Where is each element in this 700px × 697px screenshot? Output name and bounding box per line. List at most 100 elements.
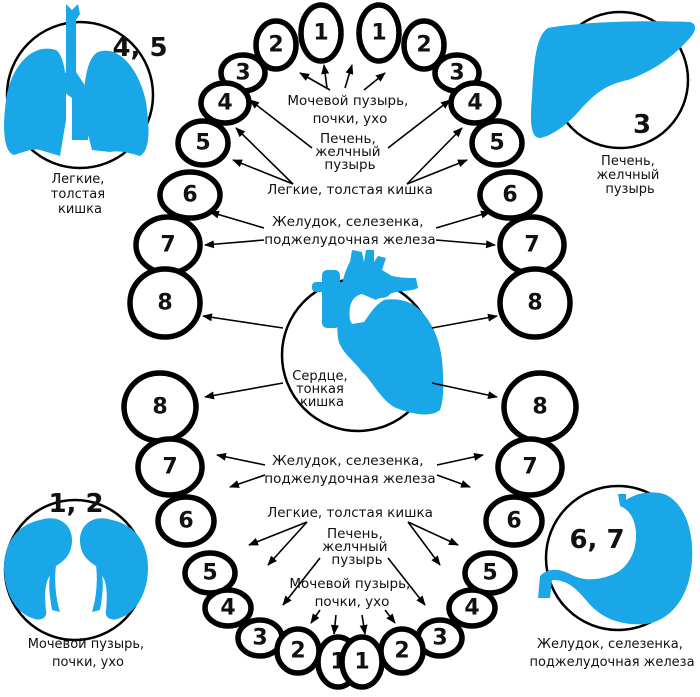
kidneys-icon	[4, 518, 148, 620]
arrows	[202, 64, 498, 635]
tooth-number: 4	[217, 91, 232, 116]
tooth-number: 6	[502, 183, 517, 208]
organ-liver: 3 Печень, желчный пузырь	[530, 10, 696, 197]
arrow	[229, 474, 266, 488]
tooth-outline	[462, 550, 518, 596]
lower-tooth-right-4: 4	[446, 587, 498, 629]
arrow	[431, 382, 498, 400]
tooth-outline	[157, 169, 223, 221]
heart-icon	[312, 250, 444, 415]
lower-tooth-right-1: 1	[339, 634, 385, 690]
kidneys-caption: Мочевой пузырь, почки, ухо	[28, 637, 149, 670]
tooth-outline	[401, 18, 447, 72]
upper-tooth-right-2: 2	[401, 18, 447, 72]
arrow	[387, 99, 451, 149]
tooth-number: 4	[467, 91, 482, 116]
lower-label-liver: Печень, желчный пузырь	[322, 526, 392, 568]
arrow	[202, 313, 284, 329]
arrow	[204, 382, 284, 400]
arrow	[310, 609, 321, 624]
tooth-number: 2	[416, 33, 431, 58]
tooth-number: 1	[371, 21, 386, 46]
upper-label-bladder: Мочевой пузырь, почки, ухо	[287, 93, 412, 127]
tooth-number: 5	[195, 131, 210, 156]
tooth-outline	[298, 2, 344, 64]
tooth-outline	[448, 80, 502, 126]
tooth-outline	[135, 436, 205, 498]
kidneys-teeth-numbers: 1, 2	[48, 489, 103, 519]
arrow	[282, 557, 321, 606]
tooth-outline	[339, 634, 385, 690]
tooth-number: 8	[152, 395, 167, 420]
tooth-outline	[477, 169, 543, 221]
lungs-caption: Легкие, толстая кишка	[51, 172, 109, 217]
organ-lungs: 4, 5 Легкие, толстая кишка	[4, 4, 168, 217]
upper-tooth-right-6: 6	[477, 169, 543, 221]
tooth-number: 6	[178, 509, 193, 534]
arrow	[406, 159, 468, 185]
arrow	[435, 239, 496, 249]
lower-tooth-left-6: 6	[155, 494, 217, 548]
arrow	[436, 474, 471, 488]
tooth-number: 2	[290, 639, 305, 664]
tooth-number: 2	[268, 33, 283, 58]
tooth-number: 6	[182, 183, 197, 208]
tooth-number: 7	[160, 233, 175, 258]
arrow	[248, 521, 308, 546]
lungs-teeth-numbers: 4, 5	[112, 33, 167, 63]
stomach-caption: Желудок, селезенка, поджелудочная железа	[529, 637, 694, 670]
tooth-outline	[155, 494, 217, 548]
tooth-outline	[127, 266, 203, 340]
heart-caption: Сердце, тонкая кишка	[292, 369, 351, 410]
tooth-number: 1	[354, 650, 369, 675]
upper-tooth-right-5: 5	[469, 118, 525, 168]
upper-tooth-left-5: 5	[175, 118, 231, 168]
tooth-number: 1	[313, 21, 328, 46]
arrow	[406, 127, 463, 185]
arrow	[209, 210, 265, 229]
arrow	[435, 210, 491, 229]
tooth-number: 3	[235, 61, 250, 86]
tooth-outline	[175, 118, 231, 168]
lower-tooth-right-2: 2	[378, 626, 426, 676]
tooth-number: 5	[482, 561, 497, 586]
arrow	[321, 64, 330, 89]
tooth-outline	[202, 587, 254, 629]
tooth-outline	[495, 436, 565, 498]
upper-tooth-left-2: 2	[253, 18, 299, 72]
arrow	[384, 609, 396, 624]
lower-tooth-left-2: 2	[274, 626, 322, 676]
tooth-number: 8	[527, 291, 542, 316]
upper-tooth-left-6: 6	[157, 169, 223, 221]
upper-tooth-left-7: 7	[133, 214, 203, 276]
upper-tooth-right-8: 8	[497, 266, 573, 340]
tooth-outline	[497, 266, 573, 340]
arrow	[431, 313, 498, 329]
tooth-number: 3	[449, 61, 464, 86]
lower-jaw-labels: Желудок, селезенка, поджелудочная железа…	[264, 453, 435, 610]
arrow	[249, 99, 313, 149]
liver-icon	[530, 21, 696, 138]
tooth-number: 4	[464, 596, 479, 621]
lower-tooth-right-5: 5	[462, 550, 518, 596]
arrow	[407, 521, 441, 566]
tooth-number: 6	[506, 509, 521, 534]
tooth-outline	[469, 118, 525, 168]
tooth-outline	[446, 587, 498, 629]
upper-tooth-left-1: 1	[298, 2, 344, 64]
tooth-number: 7	[522, 455, 537, 480]
arrow	[232, 159, 294, 185]
arrow	[407, 521, 459, 546]
lower-tooth-left-5: 5	[182, 550, 238, 596]
tooth-outline	[253, 18, 299, 72]
upper-tooth-right-1: 1	[356, 2, 402, 64]
lower-tooth-left-8: 8	[121, 370, 199, 444]
lower-tooth-right-8: 8	[501, 370, 579, 444]
organ-kidneys: 1, 2 Мочевой пузырь, почки, ухо	[3, 489, 149, 670]
tooth-number: 8	[157, 291, 172, 316]
arrow	[344, 64, 354, 89]
arrow	[267, 521, 308, 566]
tooth-outline	[483, 494, 545, 548]
tooth-number: 2	[394, 639, 409, 664]
